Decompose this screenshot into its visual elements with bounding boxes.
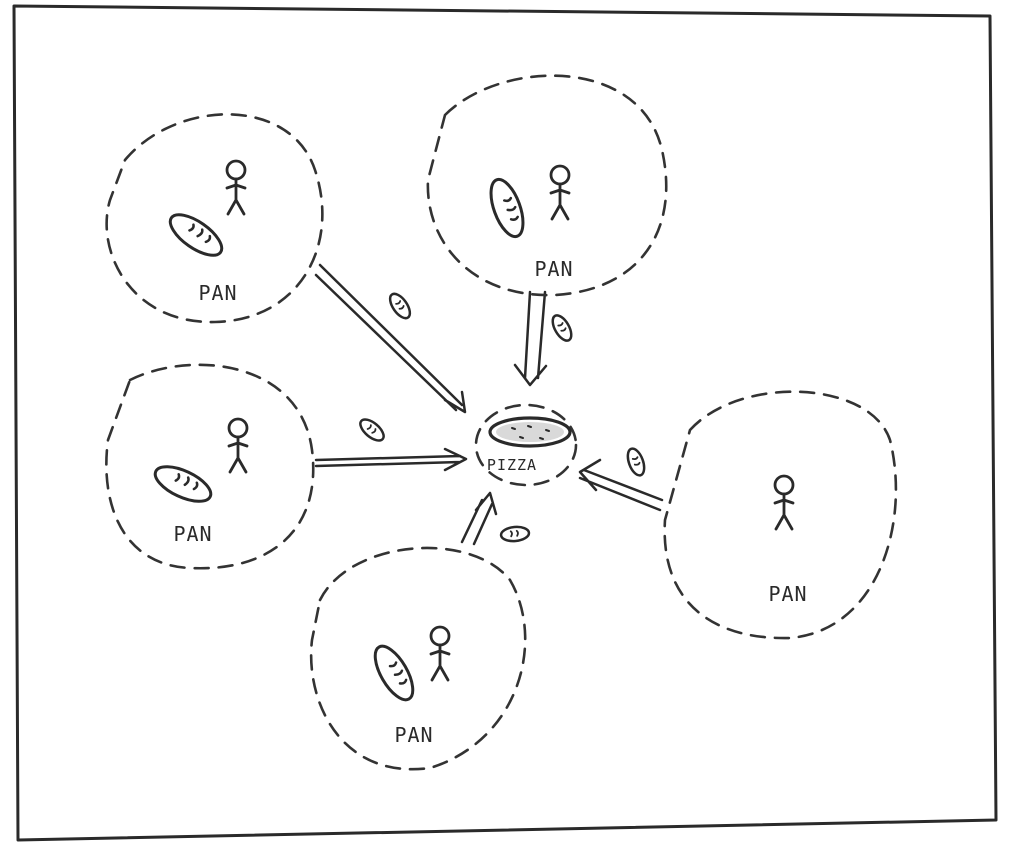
bread-icon: [623, 445, 649, 479]
bread-icon: [162, 205, 230, 265]
person-icon: [773, 474, 795, 531]
bread-icon: [355, 414, 389, 446]
pizza-label: PIZZA: [487, 456, 537, 474]
pan-node-bottom: PAN: [309, 546, 527, 771]
edge-top: [513, 290, 577, 387]
edge-bottom: [460, 491, 531, 546]
person-icon: [429, 625, 451, 682]
pan-label: PAN: [394, 723, 433, 747]
bread-icon: [384, 289, 416, 323]
frame-border: [12, 4, 998, 842]
edge-top-left: [314, 263, 467, 414]
bread-icon: [483, 173, 531, 243]
edge-left: [314, 414, 468, 472]
pizza-node: PIZZA: [474, 403, 578, 487]
pan-node-left: PAN: [105, 363, 315, 570]
pan-node-right: PAN: [663, 390, 898, 640]
person-icon: [227, 417, 249, 474]
person-icon: [549, 164, 571, 221]
bread-icon: [499, 524, 531, 544]
pan-label: PAN: [198, 281, 237, 305]
pan-label: PAN: [173, 522, 212, 546]
bread-icon: [547, 311, 577, 345]
pan-node-top-left: PAN: [105, 113, 324, 324]
person-icon: [225, 159, 247, 216]
pan-node-top: PAN: [426, 74, 668, 297]
bread-icon: [366, 639, 422, 707]
pan-label: PAN: [768, 582, 807, 606]
pizza-icon: [488, 416, 572, 448]
bread-icon: [148, 458, 218, 510]
edge-right: [578, 445, 664, 512]
pan-label: PAN: [534, 257, 573, 281]
